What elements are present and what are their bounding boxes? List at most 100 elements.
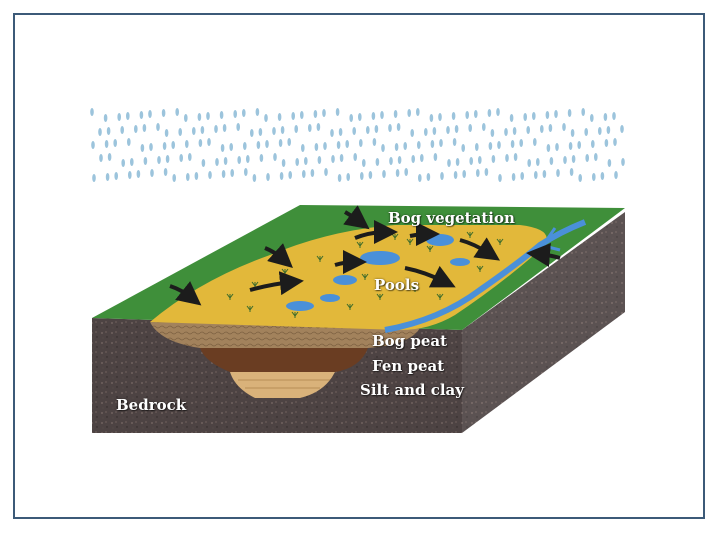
rain-drop [562, 123, 566, 131]
rain-drop [462, 170, 466, 178]
rain-drop [360, 172, 364, 180]
rain-drop [404, 168, 408, 176]
rain-drop [163, 142, 167, 150]
rain-drop [396, 169, 400, 177]
rain-drop [179, 154, 183, 162]
rain-drop [452, 112, 456, 120]
rain-drop [514, 153, 518, 161]
rain-drop [403, 142, 407, 150]
rain-drop [614, 171, 618, 179]
rain-drop [246, 155, 250, 163]
rain-drop [229, 143, 233, 151]
rain-drop [554, 110, 558, 118]
rain-drop [220, 111, 224, 119]
rain-drop [572, 155, 576, 163]
rain-drop [273, 153, 277, 161]
rain-drop [468, 124, 472, 132]
rain-drop [300, 111, 304, 119]
rain-drop [475, 143, 479, 151]
rain-drop [134, 125, 138, 133]
rain-drop [578, 174, 582, 182]
rain-drop [592, 173, 596, 181]
rain-drop [418, 174, 422, 182]
rain-drop [411, 155, 415, 163]
rain-drop [195, 172, 199, 180]
rain-drop [381, 144, 385, 152]
rain-drop [550, 157, 554, 165]
rain-drop [547, 144, 551, 152]
rain-drop [315, 143, 319, 151]
rain-drop [120, 126, 124, 134]
rain-drop [317, 123, 321, 131]
rain-drop [186, 173, 190, 181]
rain-drop [453, 138, 457, 146]
rain-drop [505, 154, 509, 162]
rain-drop [533, 138, 537, 146]
rain-drop [165, 129, 169, 137]
rain-drop [598, 127, 602, 135]
rain-drop [613, 138, 617, 146]
rain-drop [585, 154, 589, 162]
rain-drop [185, 140, 189, 148]
rain-drop [512, 173, 516, 181]
rain-drop [456, 158, 460, 166]
rain-drop [330, 129, 334, 137]
rain-drop [476, 169, 480, 177]
rain-drop [237, 156, 241, 164]
rain-drop [253, 174, 257, 182]
rain-drop [431, 140, 435, 148]
rain-drop [281, 126, 285, 134]
rain-drop [607, 126, 611, 134]
rain-drop [510, 114, 514, 122]
rain-drop [242, 109, 246, 117]
rain-drop [150, 169, 154, 177]
rain-drop [397, 123, 401, 131]
rain-drop [221, 144, 225, 152]
rain-drop [369, 171, 373, 179]
rain-drop [202, 159, 206, 167]
rain-drop [376, 158, 380, 166]
rain-drop [398, 156, 402, 164]
rain-drop [372, 112, 376, 120]
rain-drop [113, 139, 117, 147]
rain-drop [207, 138, 211, 146]
rain-drop [590, 114, 594, 122]
rain-drop [461, 144, 465, 152]
rain-drop [108, 153, 112, 161]
label-fen-peat: Fen peat [372, 357, 444, 375]
rain-drop [236, 123, 240, 131]
rain-drop [104, 114, 108, 122]
rain-drop [465, 111, 469, 119]
rain-drop [339, 128, 343, 136]
rain-drop [215, 158, 219, 166]
rain-drop [568, 109, 572, 117]
rain-drop [162, 109, 166, 117]
rain-drop [491, 129, 495, 137]
rain-drop [127, 138, 131, 146]
rain-drop [188, 153, 192, 161]
rain-drop [620, 125, 624, 133]
label-bog-vegetation: Bog vegetation [388, 209, 515, 227]
rain-drop [608, 159, 612, 167]
rain-drop [571, 129, 575, 137]
rain-drop [201, 126, 205, 134]
rain-drop [497, 141, 501, 149]
rain-drop [523, 113, 527, 121]
rain-drop [612, 112, 616, 120]
rain-drop [230, 169, 234, 177]
rain-drop [323, 142, 327, 150]
rain-drop [279, 139, 283, 147]
rain-drop [601, 172, 605, 180]
rain-drop [117, 113, 121, 121]
rain-drop [250, 129, 254, 137]
rain-drop [621, 158, 625, 166]
rain-drop [192, 127, 196, 135]
rain-drop [171, 141, 175, 149]
rain-drop [485, 168, 489, 176]
rain-drop [143, 124, 147, 132]
rain-drop [164, 168, 168, 176]
rain-drop [591, 140, 595, 148]
rain-drop [259, 128, 263, 136]
rain-drop [107, 127, 111, 135]
